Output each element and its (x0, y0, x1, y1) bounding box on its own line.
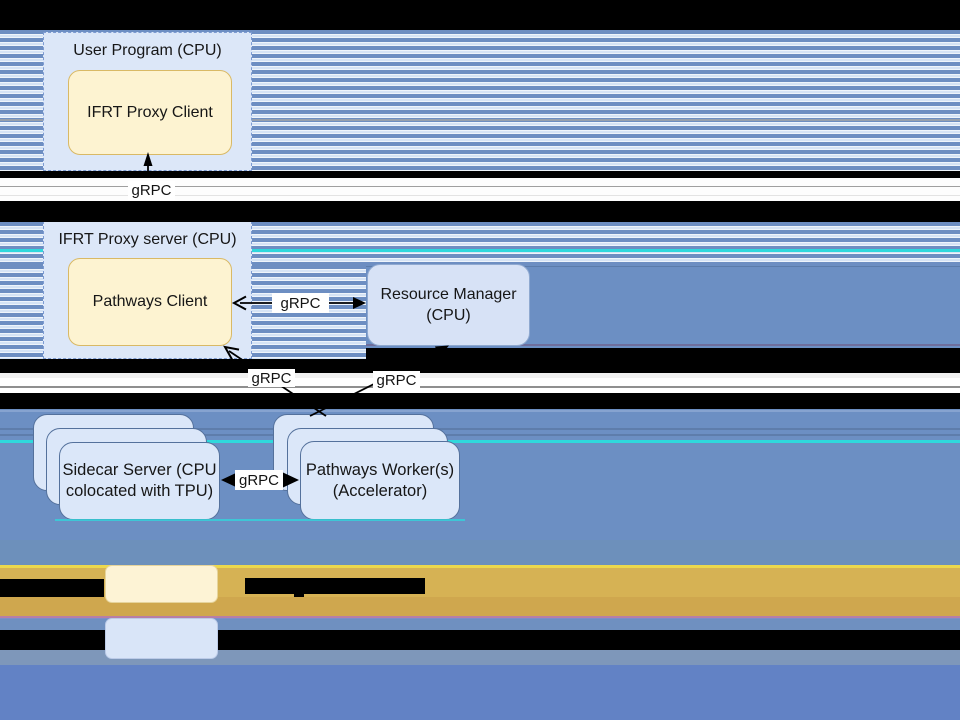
pathways-worker-line2: (Accelerator) (332, 481, 428, 500)
resource-manager-line1: Resource Manager (380, 286, 517, 303)
legend-text-obscured-bar (245, 578, 425, 594)
grpc-label-rm-down: gRPC (373, 371, 420, 389)
ifrt-proxy-client-box: IFRT Proxy Client (68, 70, 232, 155)
artifact-gray-line (0, 195, 960, 196)
sidecar-server-line1: Sidecar Server (CPU (62, 461, 217, 479)
black-band (0, 393, 960, 409)
pathways-client-box: Pathways Client (68, 258, 232, 346)
artifact-pink-line (0, 616, 960, 618)
gold-band-2 (0, 597, 960, 616)
black-band (0, 359, 366, 373)
blue-band-bottom (0, 665, 960, 720)
artifact-blue-line (0, 617, 960, 620)
user-program-label: User Program (CPU) (73, 42, 222, 59)
artifact-gray-line (0, 119, 960, 121)
black-band (366, 348, 960, 373)
resource-manager-box: Resource Manager (CPU) (367, 264, 530, 346)
pathways-client-label: Pathways Client (92, 293, 208, 310)
resource-manager-line2: (CPU) (426, 307, 471, 324)
artifact-dark-line (0, 428, 960, 430)
grpc-label-proxy-down: gRPC (248, 369, 295, 387)
artifact-yellow-line (0, 565, 960, 568)
legend-swatch-pathways (105, 618, 218, 659)
ifrt-proxy-server-label: IFRT Proxy server (CPU) (58, 231, 237, 248)
legend-text-descender (294, 594, 304, 597)
artifact-dark-line (0, 434, 960, 436)
sidecar-server-box: Sidecar Server (CPU colocated with TPU) (59, 442, 220, 520)
white-band-2-top (0, 373, 960, 378)
artifact-cyan-line (0, 249, 960, 252)
arrowhead-left (221, 472, 237, 488)
black-band (0, 201, 960, 222)
sidecar-server-line2: colocated with TPU) (65, 482, 214, 500)
artifact-gray-line (0, 386, 960, 388)
grpc-label-sidecar: gRPC (235, 470, 283, 490)
arrowhead-right (353, 297, 366, 309)
white-band-2 (0, 373, 960, 393)
artifact-cyan-line (55, 519, 465, 521)
blue-band-gray (0, 540, 960, 566)
arrowhead-right (283, 472, 299, 488)
pathways-worker-line1: Pathways Worker(s) (305, 460, 455, 479)
ifrt-proxy-client-label: IFRT Proxy Client (87, 103, 213, 121)
legend-swatch-ifrt (105, 565, 218, 603)
blue-band-legend (0, 619, 960, 630)
black-band (0, 0, 960, 30)
artifact-light-line (0, 410, 960, 412)
blue-band-muted (0, 650, 960, 665)
artifact-purple-line (366, 344, 960, 346)
artifact-cyan-line (0, 440, 960, 443)
grpc-label-resource-manager: gRPC (272, 293, 329, 313)
arrowhead-upleft-open (223, 345, 240, 360)
black-band (0, 630, 960, 650)
artifact-gray-line (0, 185, 960, 187)
arrowhead-up (143, 152, 153, 166)
grpc-label-user: gRPC (128, 181, 175, 200)
black-band (0, 171, 960, 178)
arrowhead-left-open (231, 295, 247, 311)
pathways-worker-box: Pathways Worker(s) (Accelerator) (300, 441, 460, 520)
black-band (0, 579, 104, 597)
